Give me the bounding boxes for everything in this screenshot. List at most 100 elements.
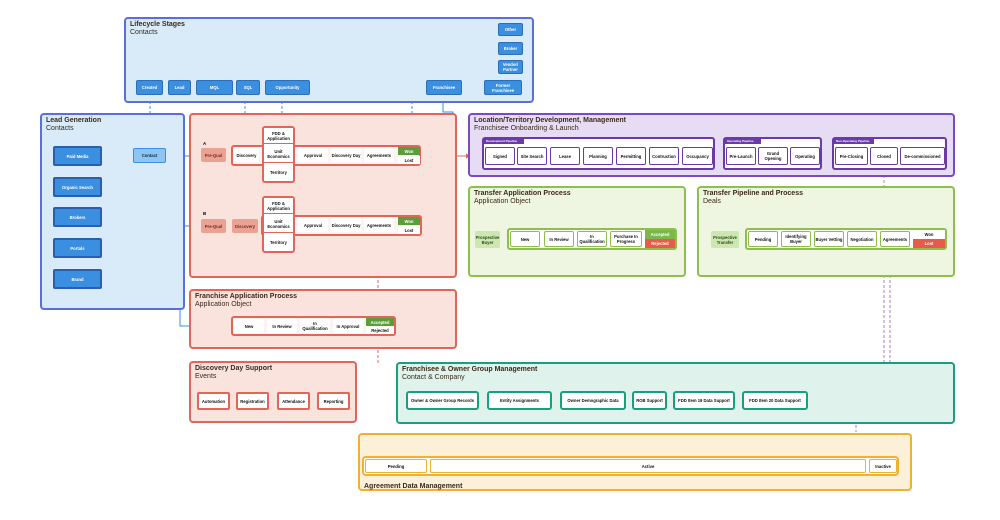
lead-gen-subtitle: Contacts — [46, 125, 74, 132]
transfer-app-in-review[interactable]: In Review — [544, 231, 574, 247]
row-b-territory[interactable]: Territory — [264, 234, 293, 251]
agreement-active[interactable]: Active — [430, 459, 866, 473]
row-b-lost[interactable]: Lost — [398, 226, 420, 234]
transfer-pipe-won[interactable]: Won — [913, 230, 945, 239]
transfer-pipe-lead[interactable]: Prospective Transfer — [711, 231, 739, 248]
agreement-inactive[interactable]: Inactive — [869, 459, 897, 473]
loc-closed[interactable]: Closed — [870, 147, 898, 165]
franchise-app-rejected[interactable]: Rejected — [366, 327, 394, 334]
stage-lead[interactable]: Lead — [168, 80, 191, 95]
transfer-pipe-lost[interactable]: Lost — [913, 239, 945, 248]
location-title: Location/Territory Development, Manageme… — [474, 117, 626, 124]
transfer-app-rejected[interactable]: Rejected — [645, 239, 675, 248]
stage-former-franchisee[interactable]: Former Franchisee — [484, 80, 522, 95]
transfer-pipe-pending[interactable]: Pending — [748, 231, 778, 247]
loc-operating[interactable]: Operating — [790, 147, 820, 165]
lifecycle-panel: Lifecycle Stages Contacts — [124, 17, 534, 103]
stage-other[interactable]: Other — [498, 23, 523, 36]
transfer-app-subtitle: Application Object — [474, 198, 531, 205]
row-a-unit-economics[interactable]: Unit Economics — [264, 145, 293, 163]
source-paid-media[interactable]: Paid Media — [53, 146, 102, 166]
discovery-support-title: Discovery Day Support — [195, 365, 273, 372]
transfer-app-purchase[interactable]: Purchase In Progress — [610, 231, 642, 247]
contact-node[interactable]: Contact — [133, 148, 166, 163]
row-a-agreements[interactable]: Agreements — [364, 148, 394, 162]
stage-broker[interactable]: Broker — [498, 42, 523, 55]
franchise-app-in-review[interactable]: In Review — [267, 319, 297, 333]
discovery-registration[interactable]: Registration — [236, 392, 269, 410]
transfer-pipe-identifying[interactable]: Identifying Buyer — [781, 231, 811, 247]
transfer-app-new[interactable]: New — [510, 231, 540, 247]
stage-sql[interactable]: SQL — [236, 80, 260, 95]
agreement-pending[interactable]: Pending — [365, 459, 427, 473]
transfer-pipe-title: Transfer Pipeline and Process — [703, 190, 803, 197]
transfer-app-lead[interactable]: Prospective Buyer — [475, 231, 500, 248]
row-b-won[interactable]: Won — [398, 217, 420, 225]
transfer-pipe-agreements[interactable]: Agreements — [880, 231, 910, 247]
discovery-reporting[interactable]: Reporting — [317, 392, 350, 410]
franchise-app-accepted[interactable]: Accepted — [366, 318, 394, 326]
dev-pipeline-label: Development Pipeline — [484, 139, 524, 144]
owner-group-title: Franchisee & Owner Group Management — [402, 366, 538, 373]
discovery-automation[interactable]: Automation — [197, 392, 230, 410]
owner-demographic-data[interactable]: Owner Demographic Data — [560, 391, 626, 410]
franchise-app-in-approval[interactable]: In Approval — [333, 319, 363, 333]
loc-lease[interactable]: Lease — [550, 147, 580, 165]
transfer-pipe-vetting[interactable]: Buyer Vetting — [814, 231, 844, 247]
deal-pipeline-panel — [189, 113, 457, 278]
stage-created[interactable]: Created — [136, 80, 163, 95]
loc-decommissioned[interactable]: De-commissioned — [900, 147, 945, 165]
loc-pre-launch[interactable]: Pre-Launch — [726, 147, 756, 165]
loc-site-search[interactable]: Site Search — [517, 147, 547, 165]
row-a-won[interactable]: Won — [398, 147, 420, 155]
stage-mql[interactable]: MQL — [196, 80, 233, 95]
loc-construction[interactable]: Contruction — [649, 147, 679, 165]
owner-fdd-19[interactable]: FDD Item 19 Data Support — [673, 391, 735, 410]
franchise-app-new[interactable]: New — [234, 319, 264, 333]
row-b-fdd[interactable]: FDD & Application — [264, 198, 293, 214]
transfer-pipe-subtitle: Deals — [703, 198, 721, 205]
row-b-discovery[interactable]: Discovery — [232, 219, 258, 233]
row-b-agreements[interactable]: Agreements — [364, 218, 394, 232]
discovery-attendance[interactable]: Attendance — [277, 392, 310, 410]
loc-planning[interactable]: Planning — [583, 147, 613, 165]
source-organic-search[interactable]: Organic Search — [53, 177, 102, 197]
row-a-discovery-day[interactable]: Discovery Day — [331, 148, 361, 162]
row-a-fdd[interactable]: FDD & Application — [264, 128, 293, 144]
loc-occupancy[interactable]: Occupancy — [682, 147, 713, 165]
row-a-approval[interactable]: Approval — [298, 148, 328, 162]
owner-entity-assignments[interactable]: Entity Assignments — [487, 391, 552, 410]
loc-pre-closing[interactable]: Pre-Closing — [835, 147, 868, 165]
row-b-prequal[interactable]: Pre-Qual — [201, 219, 226, 233]
row-a-territory[interactable]: Territory — [264, 164, 293, 181]
lifecycle-title: Lifecycle Stages — [130, 21, 185, 28]
owner-records[interactable]: Owner & Owner Group Records — [406, 391, 479, 410]
row-b-unit-economics[interactable]: Unit Economics — [264, 215, 293, 233]
loc-grand-opening[interactable]: Grand Opening — [758, 147, 788, 165]
transfer-app-title: Transfer Application Process — [474, 190, 571, 197]
row-b-discovery-day[interactable]: Discovery Day — [331, 218, 361, 232]
owner-group-subtitle: Contact & Company — [402, 374, 465, 381]
loc-signed[interactable]: Signed — [485, 147, 515, 165]
row-a-prequal[interactable]: Pre-Qual — [201, 148, 226, 162]
franchise-app-in-qualification[interactable]: In Qualification — [300, 319, 330, 333]
transfer-app-in-qualification[interactable]: In Qualification — [577, 231, 607, 247]
row-a-lost[interactable]: Lost — [398, 156, 420, 164]
transfer-pipe-negotiation[interactable]: Negotiation — [847, 231, 877, 247]
source-brand[interactable]: Brand — [53, 269, 102, 289]
stage-vendor-partner[interactable]: Vendor/ Partner — [498, 60, 523, 74]
source-portals[interactable]: Portals — [53, 238, 102, 258]
row-b-approval[interactable]: Approval — [298, 218, 328, 232]
source-brokers[interactable]: Brokers — [53, 207, 102, 227]
loc-permitting[interactable]: Permitting — [616, 147, 646, 165]
owner-rob-support[interactable]: ROB Support — [632, 391, 667, 410]
discovery-support-subtitle: Events — [195, 373, 217, 380]
stage-franchisee[interactable]: Franchisee — [426, 80, 462, 95]
location-subtitle: Franchisee Onboarding & Launch — [474, 125, 579, 132]
owner-fdd-20[interactable]: FDD Item 20 Data Support — [742, 391, 808, 410]
stage-opportunity[interactable]: Opportunity — [265, 80, 310, 95]
row-a-discovery[interactable]: Discovery — [234, 148, 259, 162]
row-a-marker: A — [203, 141, 207, 146]
transfer-app-accepted[interactable]: Accepted — [645, 230, 675, 239]
agreement-title: Agreement Data Management — [364, 483, 463, 490]
